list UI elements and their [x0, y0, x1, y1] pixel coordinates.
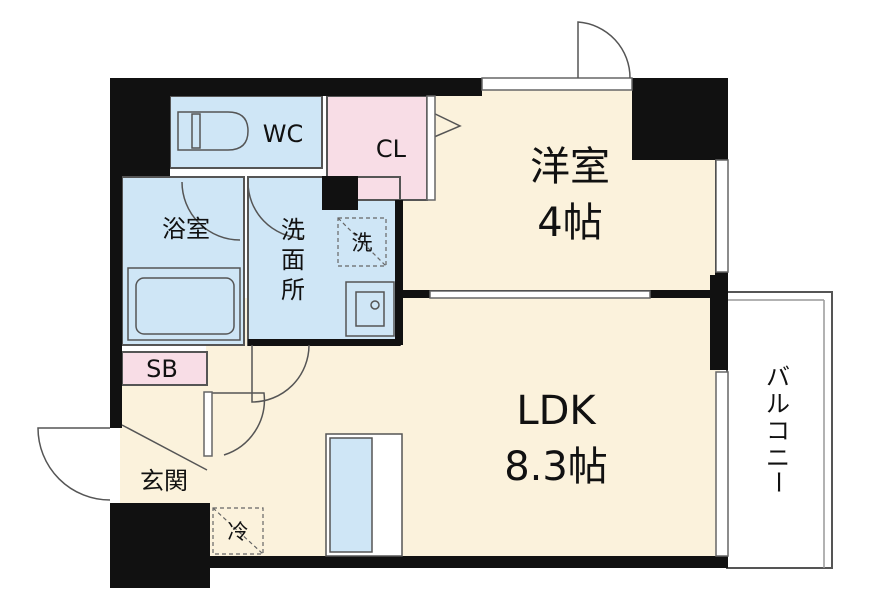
balcony-label-1: バ — [766, 363, 790, 391]
washroom-label-3: 所 — [281, 276, 305, 304]
door-swing-ldk — [206, 392, 266, 456]
western-room-size: 4帖 — [537, 200, 602, 246]
entrance-label: 玄関 — [140, 467, 188, 495]
balcony-label-5: ー — [764, 470, 792, 494]
wall-top — [110, 78, 482, 96]
balcony-label-4: ニ — [766, 444, 790, 472]
balcony-label-2: ル — [766, 390, 790, 418]
balcony-label-3: コ — [766, 417, 790, 445]
kitchen-floor — [206, 345, 306, 385]
door-swing-bath-inner — [181, 181, 241, 241]
washroom-label-2: 面 — [281, 246, 305, 274]
kitchen-counter — [325, 433, 403, 557]
entrance-floor — [120, 385, 208, 503]
wash-basin-fixture — [345, 281, 395, 337]
wall-bottom-left — [110, 503, 210, 588]
wall-interior-v — [395, 200, 403, 345]
shoe-box-floor — [122, 352, 207, 385]
washroom-label-1: 洗 — [281, 216, 305, 244]
wall-right-mid — [710, 275, 728, 370]
wall-corner-block — [632, 78, 728, 160]
ldk-size: 8.3帖 — [504, 444, 608, 490]
window-right-upper — [715, 159, 729, 273]
toilet-fixture — [177, 111, 249, 151]
fridge-spot — [212, 507, 264, 555]
door-panel-closet — [426, 95, 436, 201]
window-right-lower — [715, 371, 729, 557]
door-swing-bath — [247, 181, 303, 239]
door-swing-closet — [426, 109, 462, 141]
window-top — [481, 77, 633, 91]
wall-entry-top — [110, 418, 122, 428]
wall-left-block — [110, 78, 170, 176]
washer-label: 洗 — [352, 231, 373, 255]
entrance-step — [121, 424, 208, 471]
door-swing-balcony-top — [577, 21, 631, 79]
bathtub-fixture — [127, 267, 241, 341]
wall-bottom — [110, 556, 728, 568]
closet-label: CL — [376, 135, 407, 163]
balcony — [726, 291, 833, 569]
door-swing-entrance — [37, 427, 111, 501]
ldk-name: LDK — [516, 388, 597, 434]
bathroom-label: 浴室 — [162, 215, 210, 243]
wall-closet-block — [322, 176, 358, 210]
fridge-label: 冷 — [228, 520, 249, 544]
door-swing-washroom — [251, 344, 310, 403]
wc-label: WC — [263, 120, 304, 148]
wall-wash-bottom — [248, 339, 400, 346]
window-interior — [429, 290, 651, 299]
western-room-name: 洋室 — [530, 144, 610, 190]
shoe-box-label: SB — [146, 355, 178, 383]
door-panel-ldk — [203, 391, 213, 457]
washer-spot — [337, 217, 387, 267]
